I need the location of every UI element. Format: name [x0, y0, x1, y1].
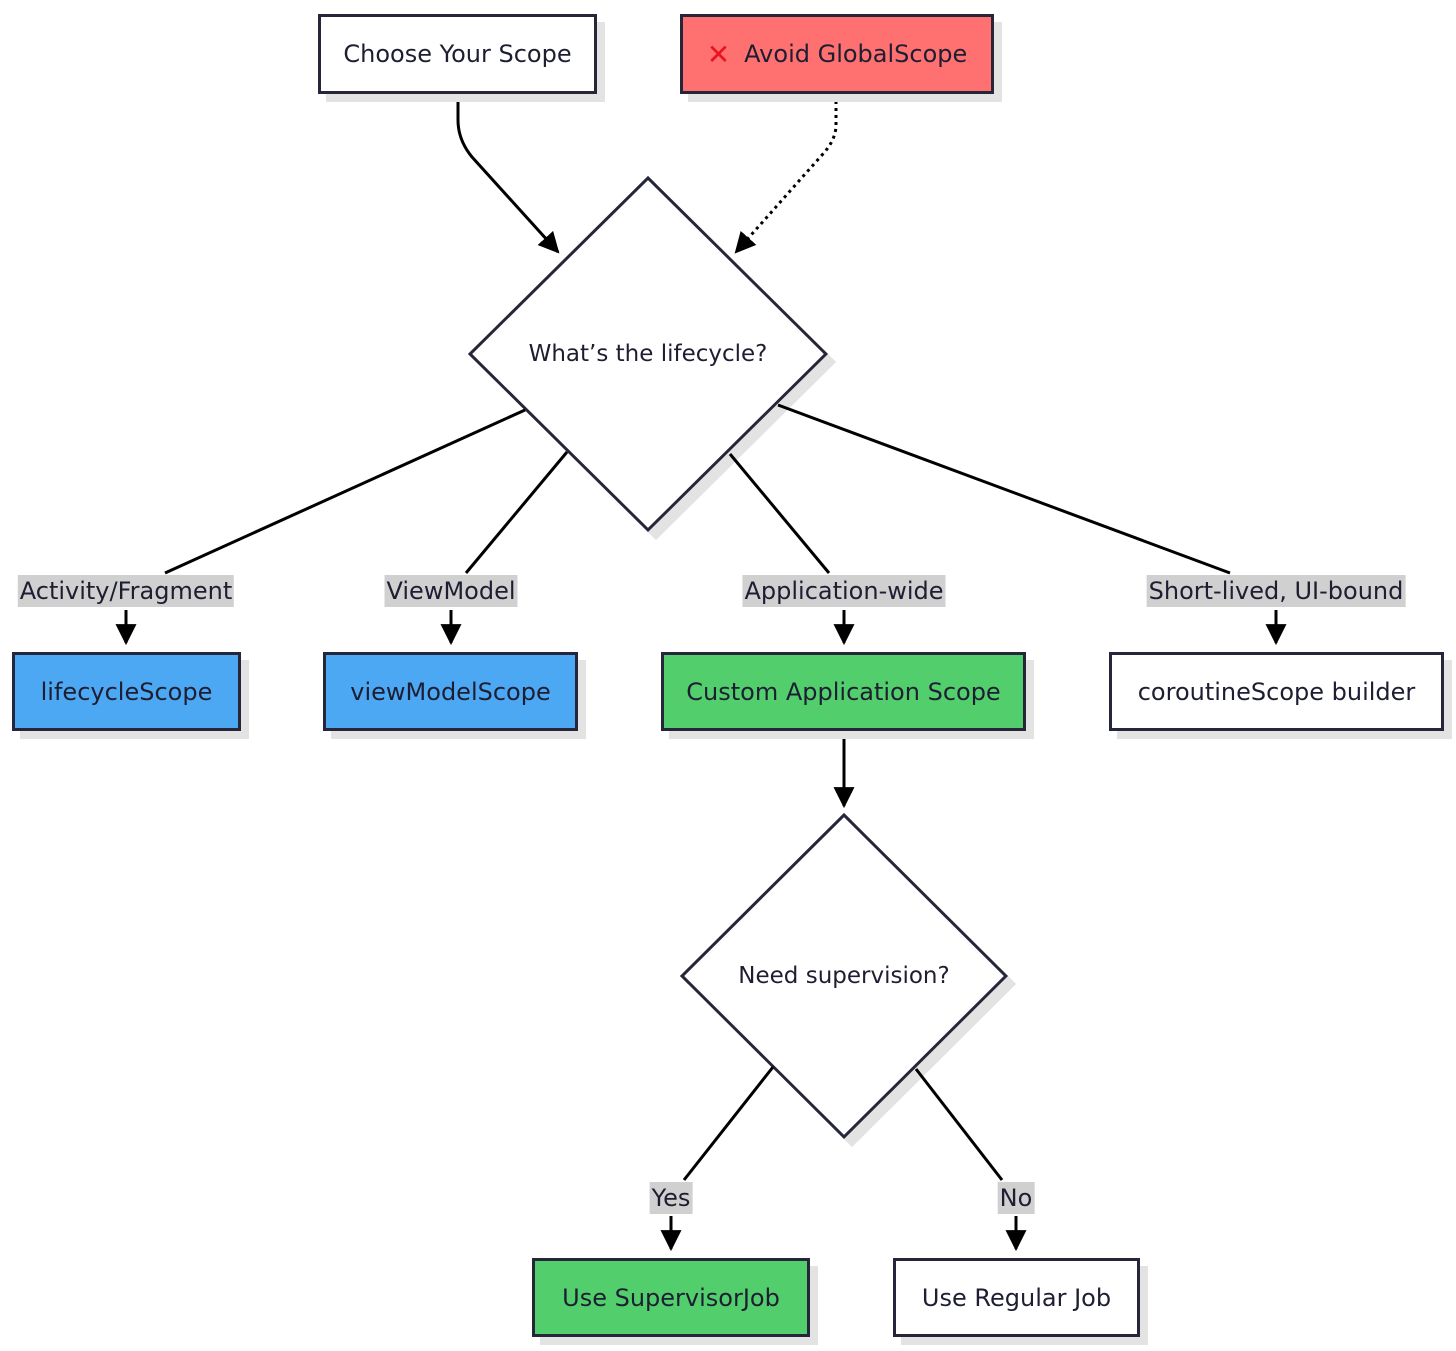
edge-short-lived	[777, 403, 1231, 575]
lifecycle-decision-diamond	[467, 175, 829, 533]
lifecyclescope-node: lifecycleScope	[12, 652, 241, 731]
supervision-decision-diamond	[679, 812, 1009, 1140]
use-supervisorjob-node: Use SupervisorJob	[532, 1258, 810, 1337]
edge-activity-fragment	[164, 408, 526, 575]
edge-label-application-wide: Application-wide	[742, 575, 946, 607]
choose-scope-node: Choose Your Scope	[318, 14, 597, 94]
choose-scope-label: Choose Your Scope	[343, 40, 572, 68]
viewmodelscope-label: viewModelScope	[350, 677, 551, 706]
avoid-globalscope-label: Avoid GlobalScope	[744, 40, 968, 68]
avoid-globalscope-node: ✕ Avoid GlobalScope	[680, 14, 994, 94]
viewmodelscope-node: viewModelScope	[323, 652, 578, 731]
cross-icon: ✕	[706, 37, 731, 71]
use-regular-job-label: Use Regular Job	[921, 1283, 1112, 1312]
edge-application-wide	[728, 453, 831, 574]
edge-choose-to-lifecycle	[456, 94, 560, 254]
custom-application-scope-label: Custom Application Scope	[686, 677, 1001, 706]
edge-label-short-lived: Short-lived, UI-bound	[1146, 575, 1406, 607]
coroutinescope-builder-label: coroutineScope builder	[1137, 677, 1416, 706]
custom-application-scope-node: Custom Application Scope	[661, 652, 1026, 731]
edge-yes	[682, 1066, 775, 1181]
use-regular-job-node: Use Regular Job	[893, 1258, 1140, 1337]
edge-label-activity-fragment: Activity/Fragment	[17, 575, 235, 607]
edge-viewmodel	[464, 451, 569, 574]
edge-no	[914, 1068, 1004, 1181]
lifecyclescope-label: lifecycleScope	[40, 677, 213, 706]
use-supervisorjob-label: Use SupervisorJob	[562, 1283, 780, 1312]
edge-avoid-to-lifecycle	[734, 94, 838, 254]
edge-label-viewmodel: ViewModel	[384, 575, 518, 607]
supervision-decision-label: Need supervision?	[738, 963, 950, 989]
lifecycle-decision-label: What’s the lifecycle?	[528, 341, 768, 367]
coroutinescope-builder-node: coroutineScope builder	[1109, 652, 1444, 731]
edge-label-no: No	[997, 1182, 1035, 1214]
edge-label-yes: Yes	[649, 1182, 693, 1214]
